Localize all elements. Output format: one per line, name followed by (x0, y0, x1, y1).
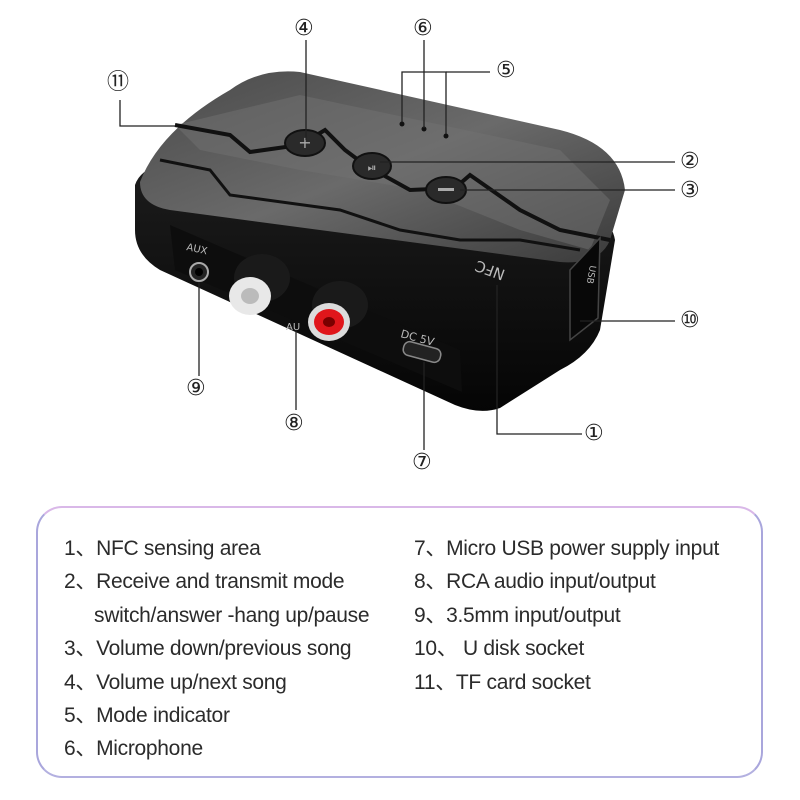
legend-item-9: 9、3.5mm input/output (414, 603, 621, 627)
legend-item-7: 7、Micro USB power supply input (414, 537, 719, 560)
legend-box: 1、NFC sensing area 2、Receive and transmi… (36, 506, 763, 778)
callout-8: ⑧ (284, 411, 304, 436)
minus-icon (438, 188, 454, 191)
play-pause-icon: ⏯ (368, 161, 377, 174)
legend-item-4: 4、Volume up/next song (64, 670, 287, 694)
legend-item-11: 11、TF card socket (414, 670, 591, 694)
legend-item-1: 1、NFC sensing area (64, 537, 261, 560)
volume-down-button[interactable] (425, 176, 467, 204)
au-label: AU (286, 322, 300, 333)
callout-3: ③ (680, 178, 700, 203)
legend-item-8: 8、RCA audio input/output (414, 570, 656, 594)
legend-right-column: 7、Micro USB power supply input 8、RCA aud… (414, 532, 719, 699)
callout-7: ⑦ (412, 450, 432, 475)
legend-left-column: 1、NFC sensing area 2、Receive and transmi… (64, 532, 370, 766)
callout-4: ④ (294, 16, 314, 41)
mode-play-button[interactable]: ⏯ (352, 152, 392, 180)
callout-11: ⑪ (107, 70, 130, 95)
device-illustration: + ⏯ NFC AUX AU DC 5V USB (119, 40, 675, 450)
legend-item-6: 6、Microphone (64, 737, 203, 761)
callout-10: ⑩ (680, 308, 700, 333)
mode-indicator-left (399, 121, 405, 127)
callout-6: ⑥ (413, 16, 433, 41)
legend-item-2-continued: switch/answer -hang up/pause (94, 603, 370, 627)
mode-indicator-right (443, 133, 449, 139)
callout-2: ② (680, 149, 700, 174)
rca-white-jack (229, 254, 290, 315)
usb-label: USB (584, 264, 597, 284)
volume-up-button[interactable]: + (284, 129, 326, 157)
aux-label: AUX (185, 242, 208, 257)
rca-red-jack (308, 281, 368, 341)
leader-lines (119, 40, 675, 450)
legend-item-10: 10、 U disk socket (414, 637, 584, 661)
micro-usb-port (402, 340, 442, 364)
microphone-hole (421, 126, 427, 132)
legend-item-2: 2、Receive and transmit mode (64, 570, 345, 594)
callout-5: ⑤ (496, 58, 516, 83)
device-body (135, 71, 625, 411)
legend-item-5: 5、Mode indicator (64, 703, 230, 727)
callout-1: ① (584, 421, 604, 446)
plus-icon: + (298, 133, 311, 152)
legend-item-3: 3、Volume down/previous song (64, 637, 352, 661)
callout-9: ⑨ (186, 376, 206, 401)
usb-port (569, 236, 601, 342)
